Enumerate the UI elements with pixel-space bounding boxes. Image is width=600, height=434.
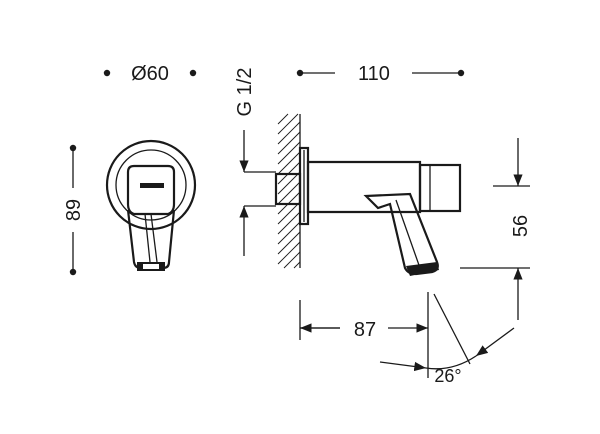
button-slot [140,183,164,188]
thread-stub [274,172,302,206]
thread-dimension [239,130,276,256]
rosette-outer [105,139,197,231]
aerator-side [406,262,439,276]
wall [277,113,301,269]
rosette-inner [115,149,187,221]
push-button-side [418,163,462,213]
front-view: Ø60 89 [63,63,197,276]
front-height-label: 89 [63,199,85,221]
reach-label: 87 [354,319,376,341]
push-button [126,164,176,216]
diameter-dimension: Ø60 [103,63,197,85]
side-view: G 1/2 [234,63,532,386]
side-height-dimension: 56 [460,138,532,320]
tap-body [306,160,422,214]
side-height-label: 56 [510,215,532,237]
length-dimension: 110 [296,63,465,85]
angle-label: 26° [434,366,461,386]
thread-label: G 1/2 [234,68,256,117]
angle-dimension: 26° [379,293,515,386]
diameter-label: Ø60 [131,63,169,85]
length-label: 110 [358,63,390,85]
reach-dimension: 87 [299,292,429,378]
front-height-dimension: 89 [63,144,85,276]
spout-side [363,192,439,276]
